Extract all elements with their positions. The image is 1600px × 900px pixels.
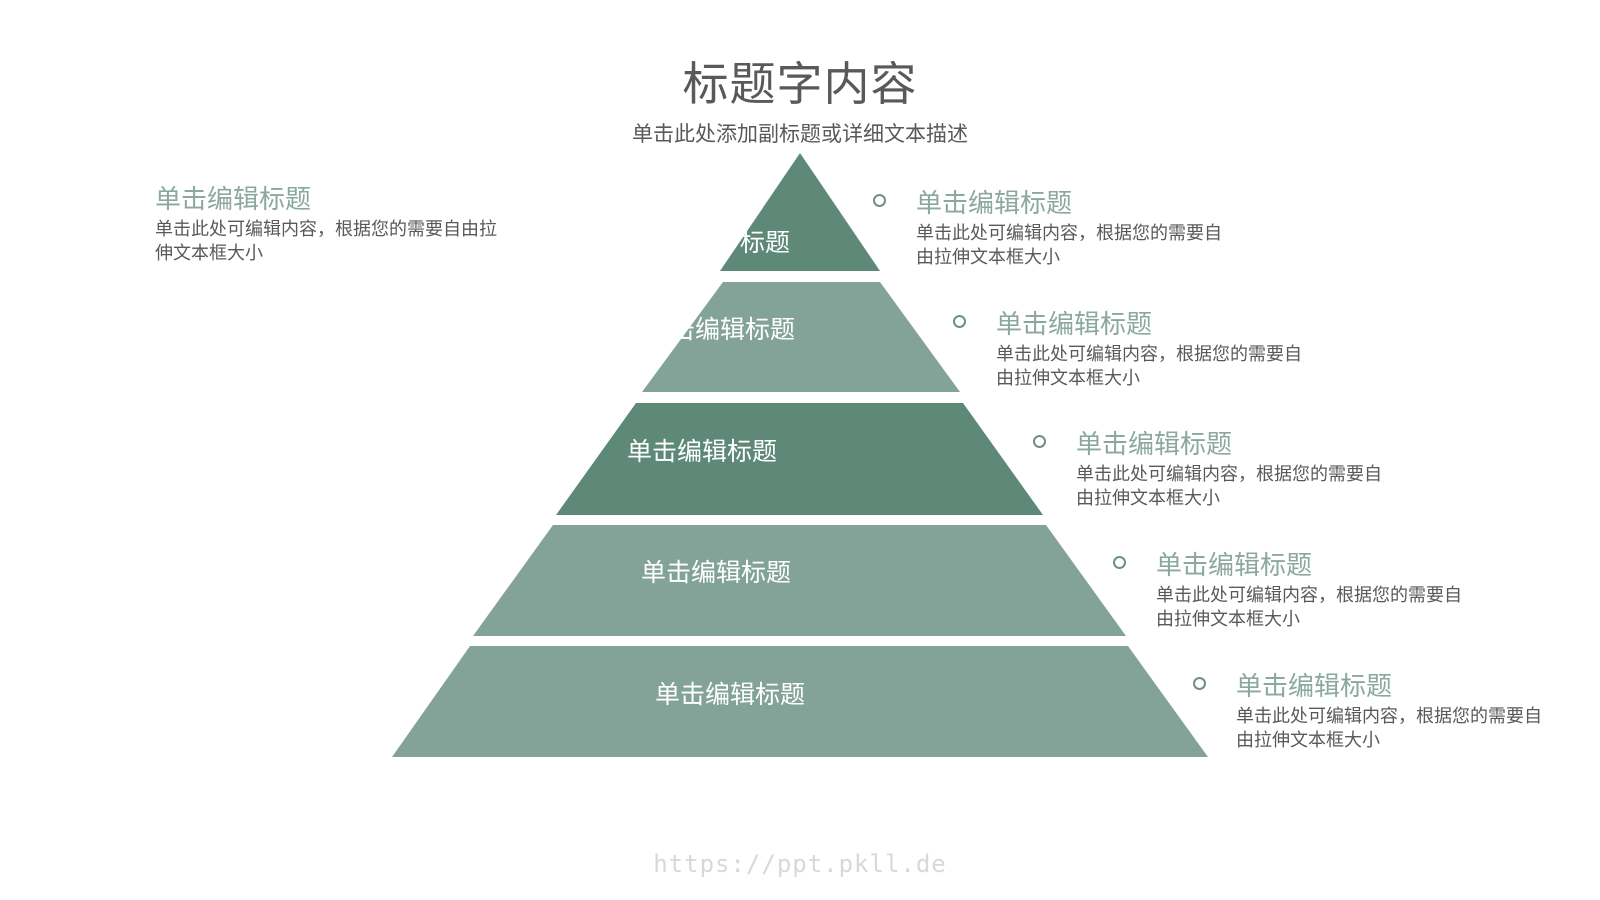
side-item-4-desc: 单击此处可编辑内容，根据您的需要自由拉伸文本框大小 — [1156, 585, 1462, 630]
side-item-2-title: 单击编辑标题 — [996, 310, 1153, 340]
pyramid-layer-3[interactable]: 单击编辑标题 — [556, 403, 1043, 515]
bullet-ring-icon — [1113, 556, 1126, 569]
pyramid-layer-4[interactable]: 单击编辑标题 — [473, 525, 1126, 636]
pyramid-layer-1-label: 标题 — [740, 228, 790, 257]
pyramid-layer-4-shape — [473, 525, 1126, 636]
pyramid-layer-4-label: 单击编辑标题 — [641, 558, 791, 587]
side-item-4-title: 单击编辑标题 — [1156, 551, 1313, 581]
side-item-4[interactable]: 单击编辑标题 单击此处可编辑内容，根据您的需要自由拉伸文本框大小 — [1156, 550, 1476, 632]
side-item-2[interactable]: 单击编辑标题 单击此处可编辑内容，根据您的需要自由拉伸文本框大小 — [996, 309, 1316, 391]
side-item-1-desc: 单击此处可编辑内容，根据您的需要自由拉伸文本框大小 — [916, 223, 1222, 268]
page-title[interactable]: 标题字内容 — [682, 57, 918, 111]
side-item-5[interactable]: 单击编辑标题 单击此处可编辑内容，根据您的需要自由拉伸文本框大小 — [1236, 671, 1556, 753]
side-item-5-title: 单击编辑标题 — [1236, 672, 1393, 702]
side-item-3[interactable]: 单击编辑标题 单击此处可编辑内容，根据您的需要自由拉伸文本框大小 — [1076, 429, 1396, 511]
side-item-5-desc: 单击此处可编辑内容，根据您的需要自由拉伸文本框大小 — [1236, 706, 1542, 751]
left-note-desc: 单击此处可编辑内容，根据您的需要自由拉伸文本框大小 — [155, 219, 497, 264]
pyramid-layer-1[interactable]: 标题 — [720, 153, 880, 271]
side-item-3-desc: 单击此处可编辑内容，根据您的需要自由拉伸文本框大小 — [1076, 464, 1382, 509]
pyramid-layer-2-shape — [642, 282, 960, 392]
bullet-ring-icon — [953, 315, 966, 328]
pyramid-layer-5[interactable]: 单击编辑标题 — [392, 646, 1208, 757]
pyramid-layer-3-label: 单击编辑标题 — [627, 437, 777, 466]
watermark-url: https://ppt.pkll.de — [653, 850, 947, 878]
bullet-ring-icon — [873, 194, 886, 207]
side-item-2-desc: 单击此处可编辑内容，根据您的需要自由拉伸文本框大小 — [996, 344, 1302, 389]
pyramid-layer-5-label: 单击编辑标题 — [655, 680, 805, 709]
pyramid-layer-1-shape — [720, 153, 880, 271]
pyramid-layer-2[interactable]: 击编辑标题 — [642, 282, 960, 392]
page-subtitle[interactable]: 单击此处添加副标题或详细文本描述 — [632, 122, 968, 146]
bullet-ring-icon — [1033, 435, 1046, 448]
side-item-1[interactable]: 单击编辑标题 单击此处可编辑内容，根据您的需要自由拉伸文本框大小 — [916, 188, 1236, 270]
side-item-1-title: 单击编辑标题 — [916, 189, 1073, 219]
left-note[interactable]: 单击编辑标题 单击此处可编辑内容，根据您的需要自由拉伸文本框大小 — [155, 184, 505, 266]
pyramid-layer-2-label: 击编辑标题 — [670, 315, 795, 344]
pyramid-layer-5-shape — [392, 646, 1208, 757]
bullet-ring-icon — [1193, 677, 1206, 690]
left-note-title: 单击编辑标题 — [155, 185, 312, 215]
pyramid-layer-3-shape — [556, 403, 1043, 515]
side-item-3-title: 单击编辑标题 — [1076, 430, 1233, 460]
